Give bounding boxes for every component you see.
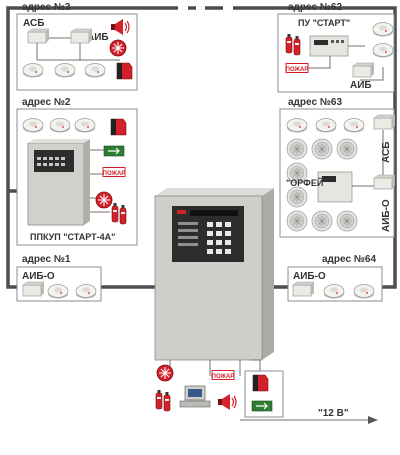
smoke-detector-icon — [315, 118, 337, 133]
smoke-detector-icon — [54, 63, 76, 78]
address-1-label: адрес №1 — [22, 254, 71, 265]
aib-label: АИБ — [87, 32, 109, 43]
zone-address-1: адрес №1 АИБ-О — [16, 254, 102, 302]
address-2-label: адрес №2 — [22, 97, 71, 108]
extinguisher-icon — [155, 389, 163, 410]
smoke-detector-icon — [323, 284, 345, 299]
power-12v-label: "12 В" — [318, 408, 349, 419]
asb-vertical-label: АСБ — [381, 142, 392, 163]
pu-start-unit-icon — [309, 35, 349, 57]
zone-address-62: адрес №62 ПУ "СТАРТ" ПОЖАР АИБ — [277, 2, 395, 93]
address-62-label: адрес №62 — [288, 2, 342, 13]
address-3-label: адрес №3 — [22, 2, 71, 13]
zone-address-3: адрес №3 АСБ АИБ — [16, 2, 138, 91]
smoke-detector-icon — [47, 284, 69, 299]
smoke-detector-icon — [353, 284, 375, 299]
loudspeaker-icon — [286, 210, 308, 232]
smoke-detector-icon — [84, 63, 106, 78]
smoke-detector-icon — [22, 63, 44, 78]
extinguisher-icon — [163, 391, 171, 412]
siren-box-icon — [116, 62, 133, 80]
siren-icon — [217, 393, 237, 411]
arrow-icon — [368, 416, 378, 424]
smoke-detector-icon — [75, 284, 97, 299]
zone-address-2: адрес №2 ПОЖАР ППКУП "СТАРТ-4А" — [16, 97, 138, 246]
smoke-detector-icon — [22, 118, 44, 133]
loop-bus-left — [6, 6, 178, 289]
orfei-unit-icon — [317, 171, 353, 203]
asb-label: АСБ — [23, 18, 44, 29]
aib-o-label: АИБ-О — [293, 271, 326, 282]
loudspeaker-icon — [286, 186, 308, 208]
pu-start-label: ПУ "СТАРТ" — [298, 18, 350, 28]
address-64-label: адрес №64 — [322, 254, 376, 265]
alarm-button-icon — [373, 114, 396, 130]
loudspeaker-icon — [336, 138, 358, 160]
zone-wiring — [90, 149, 110, 213]
smoke-detector-icon — [372, 22, 394, 37]
fire-bell-icon — [95, 191, 113, 209]
fire-sign-text: ПОЖАР — [286, 67, 309, 73]
alarm-button-icon — [373, 174, 396, 190]
smoke-detector-icon — [372, 43, 394, 58]
exit-sign-icon — [251, 400, 273, 412]
smoke-detector-icon — [74, 118, 96, 133]
ppkup-panel — [27, 139, 90, 226]
loudspeaker-icon — [311, 138, 333, 160]
main-control-panel — [154, 188, 274, 361]
alarm-button-icon — [22, 281, 45, 297]
smoke-detector-icon — [49, 118, 71, 133]
aib-label: АИБ — [350, 80, 372, 91]
computer-icon — [179, 385, 211, 408]
exit-sign-icon — [103, 145, 125, 157]
ppkup-label: ППКУП "СТАРТ-4А" — [30, 232, 115, 242]
fire-bell-icon — [156, 364, 174, 382]
fire-sign-text: ПОЖАР — [103, 171, 126, 177]
alarm-button-icon — [352, 62, 375, 78]
alarm-button-icon — [27, 28, 50, 44]
zone-address-64: адрес №64 АИБ-О — [287, 254, 383, 302]
siren-box-icon — [252, 374, 269, 392]
smoke-detector-icon — [343, 118, 365, 133]
alarm-button-icon — [70, 28, 93, 44]
panel-keypad — [207, 222, 231, 254]
siren-box-icon — [110, 118, 127, 136]
zone-address-63: адрес №63 "ОРФЕЙ" АСБ АИБ-О — [279, 97, 396, 238]
loudspeaker-icon — [336, 210, 358, 232]
zone-wiring — [308, 45, 384, 81]
loudspeaker-icon — [311, 210, 333, 232]
alarm-button-icon — [292, 281, 315, 297]
aib-o-vertical-label: АИБ-О — [381, 199, 392, 232]
address-63-label: адрес №63 — [288, 97, 342, 108]
orfei-label: "ОРФЕЙ" — [286, 177, 328, 188]
zone-wiring — [36, 37, 120, 61]
loudspeaker-icon — [286, 138, 308, 160]
fire-bell-icon — [109, 39, 127, 57]
aib-o-label: АИБ-О — [22, 271, 55, 282]
smoke-detector-icon — [286, 118, 308, 133]
fire-sign-text: ПОЖАР — [212, 374, 235, 380]
